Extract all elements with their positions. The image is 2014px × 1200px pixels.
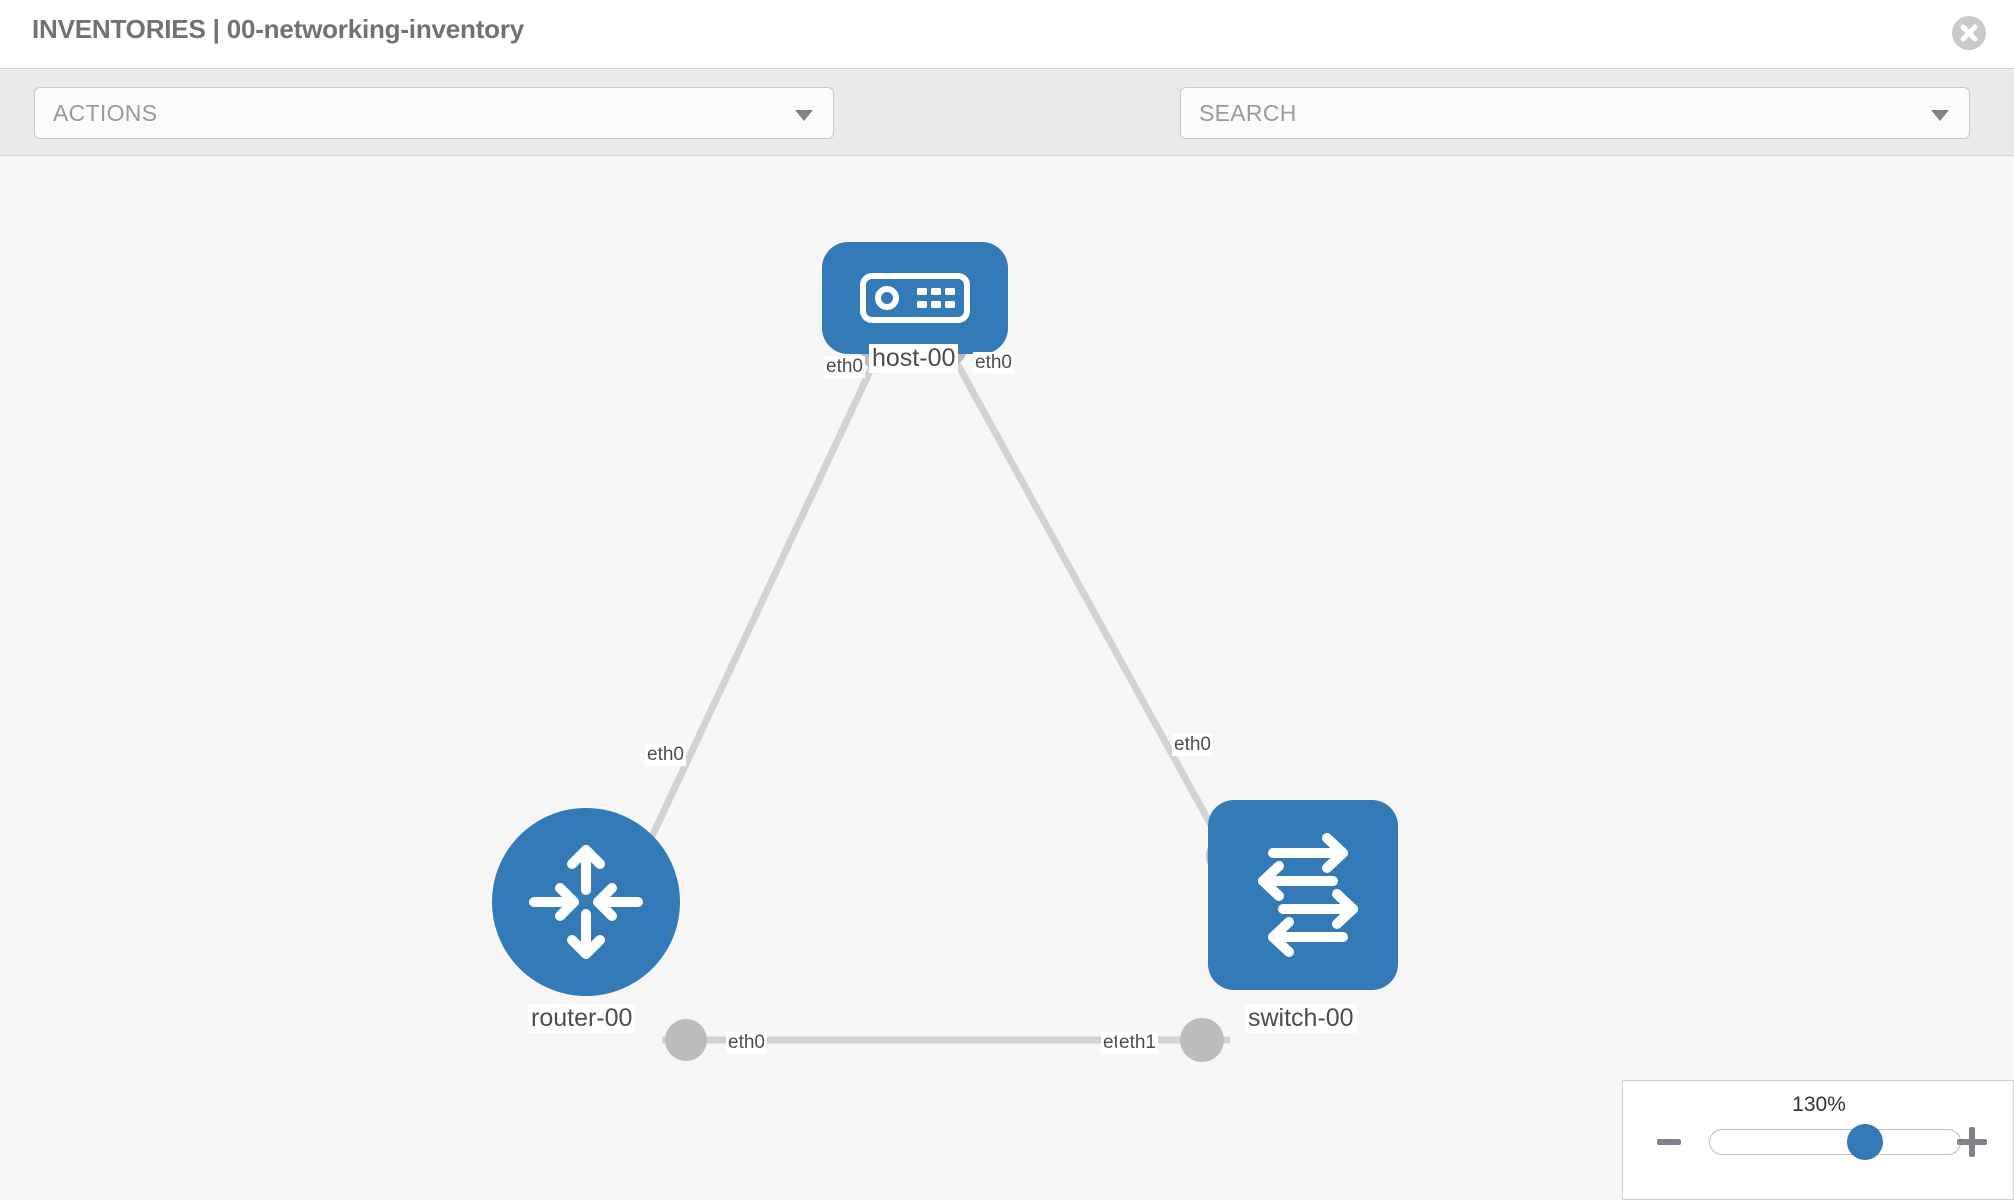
edge-host-00-router-00[interactable] bbox=[636, 352, 882, 864]
topology-connectors bbox=[665, 329, 1250, 1062]
four-arrows-inward-icon bbox=[529, 845, 643, 959]
minus-icon[interactable] bbox=[1657, 1139, 1681, 1145]
zoom-slider-thumb[interactable] bbox=[1847, 1124, 1883, 1160]
node-router-00-shape[interactable] bbox=[492, 808, 680, 996]
connector-switch-00-left bbox=[1180, 1018, 1224, 1062]
link-label-switch-00-eth0-uplink: eth0 bbox=[1172, 734, 1213, 756]
search-input[interactable]: SEARCH bbox=[1180, 87, 1970, 139]
server-rack-icon bbox=[860, 273, 970, 323]
link-label-host-00-eth0-left: eth0 bbox=[824, 356, 865, 378]
chevron-down-icon[interactable] bbox=[1931, 110, 1949, 121]
page-header: INVENTORIES | 00-networking-inventory bbox=[0, 0, 2014, 68]
close-icon[interactable] bbox=[1952, 16, 1986, 50]
toolbar: ACTIONS SEARCH bbox=[0, 68, 2014, 197]
node-host-00-shape[interactable] bbox=[822, 242, 1008, 354]
topology-edges bbox=[636, 352, 1232, 1044]
edge-host-00-switch-00[interactable] bbox=[948, 352, 1232, 858]
link-label-router-00-eth0: eth0 bbox=[726, 1032, 767, 1054]
connector-router-00-right bbox=[665, 1019, 707, 1061]
zoom-control-panel: 130% bbox=[1622, 1080, 2014, 1200]
actions-dropdown[interactable]: ACTIONS bbox=[34, 87, 834, 139]
link-label-switch-00-eth1: eth1 bbox=[1117, 1032, 1158, 1054]
actions-dropdown-label: ACTIONS bbox=[53, 100, 158, 126]
link-label-host-00-eth0-right: eth0 bbox=[973, 352, 1014, 374]
node-switch-00-label: switch-00 bbox=[1245, 1004, 1357, 1033]
page-title: INVENTORIES | 00-networking-inventory bbox=[32, 14, 525, 44]
topology-canvas[interactable]: host-00 router-00 bbox=[0, 156, 2014, 1200]
zoom-slider[interactable] bbox=[1709, 1124, 1961, 1160]
node-router-00-label: router-00 bbox=[528, 1004, 636, 1033]
link-label-router-00-eth0-uplink: eth0 bbox=[645, 744, 686, 766]
plus-icon[interactable] bbox=[1957, 1127, 1987, 1157]
node-switch-00-shape[interactable] bbox=[1208, 800, 1398, 990]
node-host-00-label: host-00 bbox=[869, 344, 959, 373]
bidirectional-arrows-icon bbox=[1258, 833, 1358, 957]
chevron-down-icon bbox=[795, 110, 813, 121]
zoom-level-label: 130% bbox=[1792, 1093, 1846, 1116]
search-placeholder: SEARCH bbox=[1199, 100, 1297, 126]
